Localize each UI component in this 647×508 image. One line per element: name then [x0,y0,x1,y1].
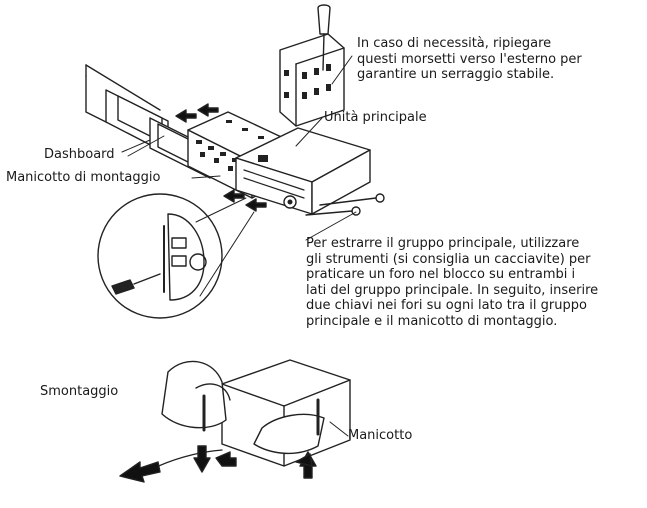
dashboard-label: Dashboard [44,147,115,162]
removal-note-line: Per estrarre il gruppo principale, utili… [306,236,580,251]
main-unit-label: Unità principale [324,110,427,125]
removal-drawing [119,359,351,483]
callout-lines [127,55,357,241]
bend-tabs-drawing [279,4,345,127]
removal-note-line: gli strumenti (si consiglia un cacciavit… [306,251,591,267]
removal-note-line: due chiavi nei fori su ogni lato tra il … [306,298,587,314]
removal-note-line: principale e il manicotto di montaggio. [306,313,558,329]
removal-note: Per estrarre il gruppo principale, utili… [306,236,642,330]
main-unit-drawing [223,127,385,216]
mounting-sleeve-label: Manicotto di montaggio [6,170,161,185]
bend-tabs-note-line: questi morsetti verso l'esterno per [357,51,582,67]
sleeve-label: Manicotto [348,428,413,443]
disassembly-label: Smontaggio [40,384,119,399]
bend-tabs-note: In caso di necessità, ripiegare questi m… [357,36,617,83]
removal-note-line: praticare un foro nel blocco su entrambi… [306,267,576,283]
bend-tabs-note-line: In caso di necessità, ripiegare [357,36,552,51]
removal-note-line: lati del gruppo principale. In seguito, … [306,282,599,298]
zoom-detail-drawing [97,193,255,319]
bend-tabs-note-line: garantire un serraggio stabile. [357,67,555,83]
